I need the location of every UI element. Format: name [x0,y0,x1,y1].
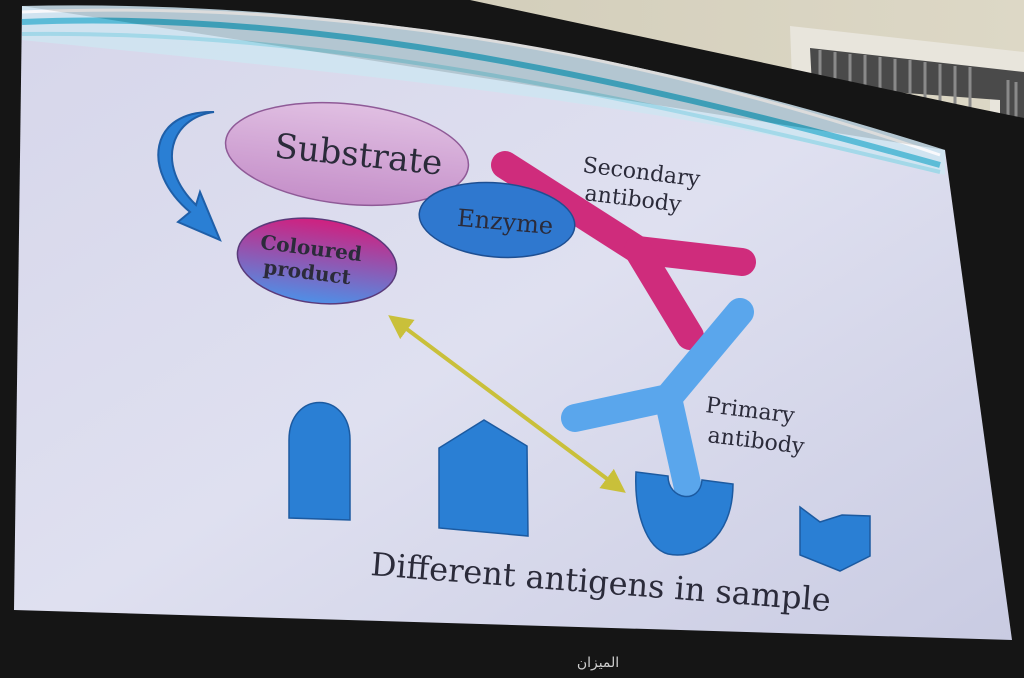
enzyme-ellipse [418,181,576,259]
coloured-product-ellipse [236,217,398,305]
substrate-ellipse [224,101,470,207]
antigen-arch [288,401,351,521]
header-swoosh [21,5,945,175]
double-arrow-icon [388,315,626,493]
antigen-house [438,419,529,537]
monitor-brand: الميزان [577,655,619,671]
secondary-antibody [491,151,756,350]
antigen-cup [635,471,734,556]
antigen-notched [799,505,871,572]
curved-arrow-icon [157,110,222,242]
